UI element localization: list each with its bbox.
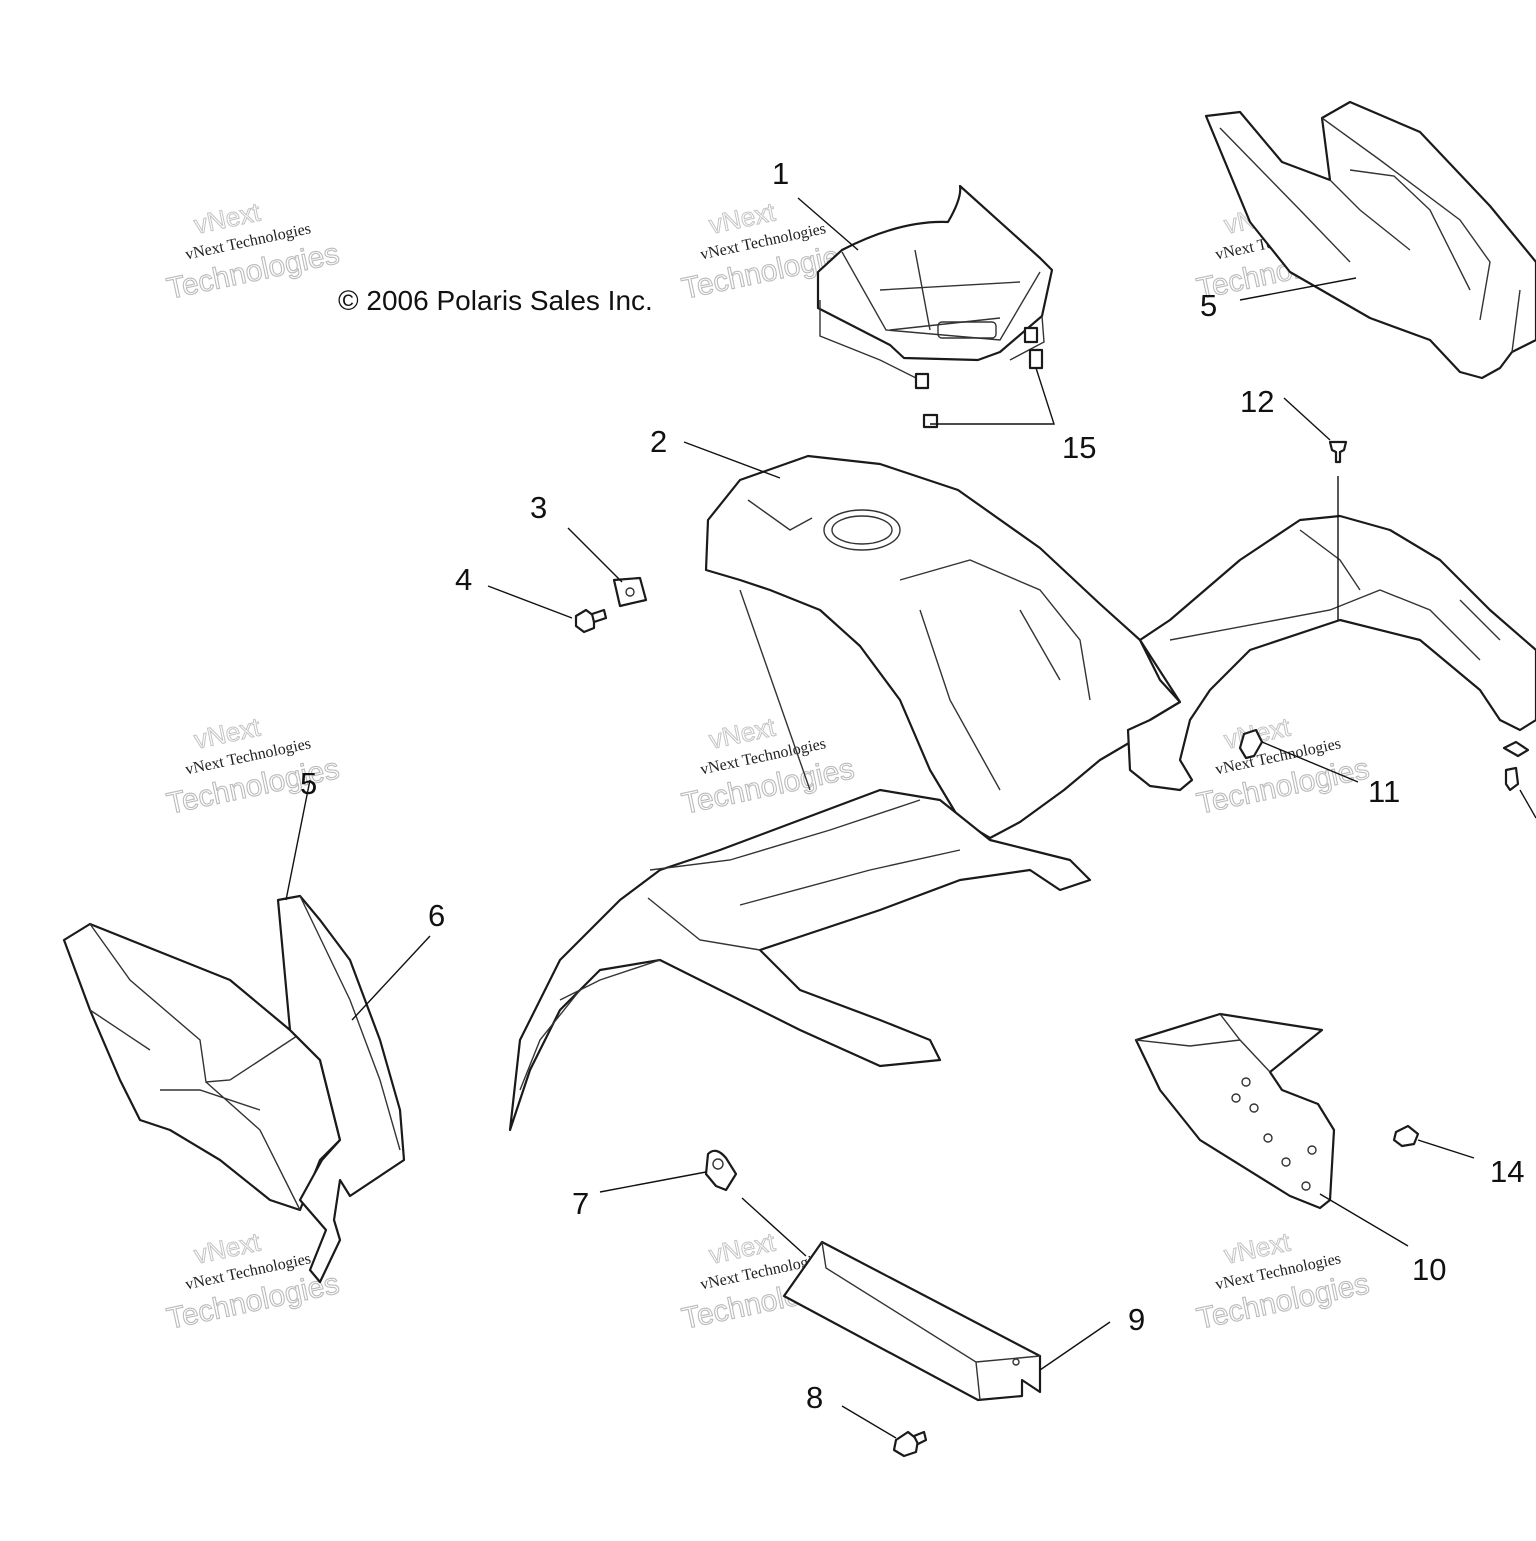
watermark-mid-center: vNext vNext Technologies Technologies — [678, 711, 857, 821]
leader-11 — [1261, 741, 1359, 783]
watermark-mid-left: vNext vNext Technologies Technologies — [163, 711, 342, 821]
watermark-bottom-right: vNext vNext Technologies Technologies — [1193, 1226, 1372, 1336]
part-4-screw — [574, 608, 608, 634]
leader-3 — [567, 527, 623, 583]
leader-14 — [1417, 1139, 1475, 1159]
part-9-plate — [782, 1240, 1042, 1402]
part-15-labels — [922, 348, 1044, 429]
leader-7b — [741, 1197, 807, 1257]
callout-3: 3 — [530, 490, 547, 525]
leader-5-left — [285, 779, 311, 901]
part-5-side-panel-right — [1204, 100, 1536, 380]
callout-10: 10 — [1412, 1252, 1446, 1287]
leader-1 — [797, 197, 859, 251]
callout-12: 12 — [1240, 384, 1274, 419]
leader-9 — [1039, 1321, 1111, 1371]
part-7-clip — [704, 1149, 738, 1192]
callout-5-top: 5 — [1200, 288, 1217, 323]
callout-14: 14 — [1490, 1154, 1524, 1189]
leader-4 — [487, 585, 573, 619]
callout-9: 9 — [1128, 1302, 1145, 1337]
part-10-heat-shield — [1134, 1012, 1336, 1210]
callout-11: 11 — [1368, 774, 1400, 809]
callout-labels: 1 2 3 4 5 5 6 7 8 9 10 11 12 14 15 — [300, 156, 1524, 1415]
callout-5-left: 5 — [300, 766, 317, 801]
leader-12 — [1283, 397, 1331, 441]
leader-7 — [599, 1171, 707, 1193]
callout-1: 1 — [772, 156, 789, 191]
part-3-clip — [612, 576, 648, 608]
part-11-rivet — [1238, 728, 1264, 760]
callout-4: 4 — [455, 562, 472, 597]
part-2-front-fender — [508, 454, 1536, 1132]
copyright-text: © 2006 Polaris Sales Inc. — [338, 285, 653, 316]
part-1-pod-cover — [816, 184, 1054, 390]
callout-6: 6 — [428, 898, 445, 933]
leader-lines — [285, 197, 1475, 1439]
right-edge-fasteners — [1502, 740, 1536, 819]
watermark-top-left: vNext vNext Technologies Technologies — [163, 196, 342, 306]
leader-8 — [841, 1405, 897, 1439]
part-8-screw — [892, 1430, 928, 1458]
watermark-mid-right: vNext vNext Technologies Technologies — [1193, 711, 1372, 821]
callout-15: 15 — [1062, 430, 1096, 465]
leader-5-top — [1239, 277, 1357, 301]
part-14-screw — [1392, 1124, 1420, 1148]
callout-2: 2 — [650, 424, 667, 459]
part-12-screw — [1328, 440, 1348, 464]
leader-6 — [351, 935, 431, 1021]
part-6-panel — [276, 894, 406, 1284]
leader-15 — [930, 367, 1055, 425]
callout-8: 8 — [806, 1380, 823, 1415]
callout-7: 7 — [572, 1186, 589, 1221]
part-5-side-panel-left — [62, 922, 342, 1212]
leader-10 — [1319, 1193, 1409, 1247]
leader-2 — [683, 441, 781, 479]
